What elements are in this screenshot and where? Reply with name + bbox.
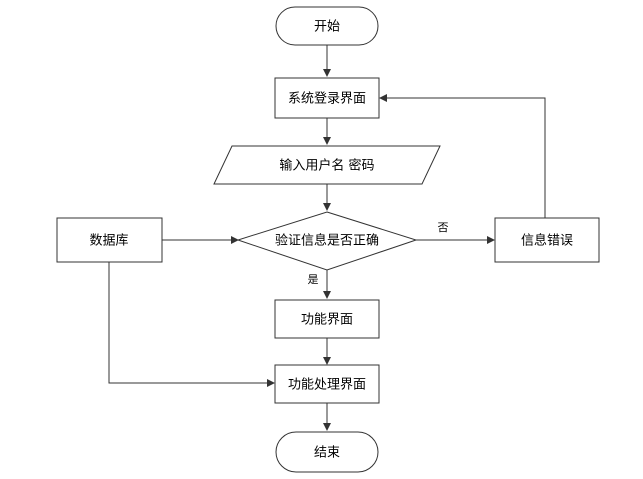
- edge-error-login: [379, 94, 546, 218]
- node-end-label: 结束: [314, 446, 340, 461]
- node-input-label: 输入用户名 密码: [279, 158, 374, 174]
- node-function-label: 功能界面: [301, 313, 353, 328]
- node-function: 功能界面: [274, 299, 380, 339]
- node-login: 系统登录界面: [274, 77, 380, 119]
- node-login-label: 系统登录界面: [288, 92, 366, 107]
- node-error-label: 信息错误: [521, 233, 573, 249]
- edges: [108, 45, 546, 431]
- node-input: 输入用户名 密码: [213, 145, 441, 185]
- edge-database-process: [108, 262, 275, 387]
- node-start-label: 开始: [314, 20, 340, 35]
- node-error: 信息错误: [494, 217, 600, 263]
- node-end: 结束: [275, 431, 379, 473]
- node-process-label: 功能处理界面: [288, 378, 366, 393]
- edge-label-no: 否: [438, 221, 449, 234]
- node-database: 数据库: [56, 217, 163, 263]
- node-database-label: 数据库: [89, 233, 128, 249]
- node-verify-label: 验证信息是否正确: [275, 233, 379, 249]
- edge-label-yes: 是: [308, 273, 319, 286]
- node-process: 功能处理界面: [274, 364, 380, 404]
- node-verify: 验证信息是否正确: [236, 211, 418, 271]
- node-start: 开始: [275, 6, 379, 46]
